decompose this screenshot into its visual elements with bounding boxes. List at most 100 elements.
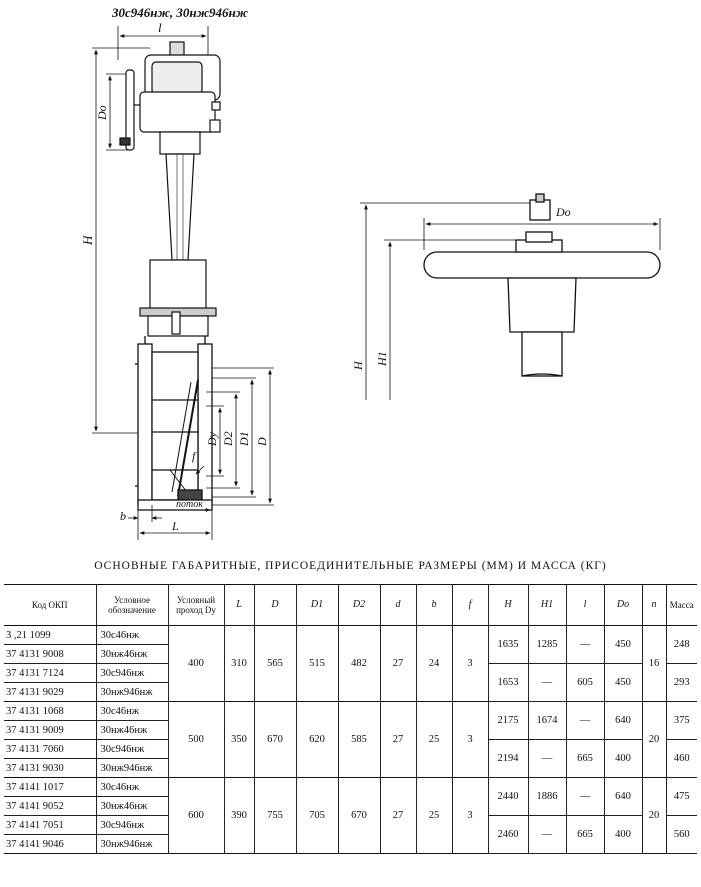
cell-dn: 400 (167, 625, 225, 702)
header-b: b (415, 584, 453, 626)
dimension-f (195, 465, 205, 475)
drawing-title: 30с946нж, 30нж946нж (111, 5, 249, 20)
okp-code: 37 4131 9030 (4, 758, 97, 778)
designation: 30с946нж (95, 663, 169, 683)
cell-dn: 500 (167, 701, 225, 778)
cell-H: 2194 (487, 739, 529, 778)
dimension-Do-right (423, 218, 661, 250)
header-dn: Условный проход Dу (167, 584, 225, 626)
cell-n: 16 (641, 625, 667, 702)
cell-D2: 670 (337, 777, 381, 854)
table-caption: Основные габаритные, присоединительные р… (94, 560, 607, 572)
label-Do-left: Dо (95, 105, 109, 121)
cell-b: 24 (415, 625, 453, 702)
designation: 30нж946нж (95, 758, 169, 778)
okp-code: 37 4131 9009 (4, 720, 97, 740)
header-L: L (223, 584, 255, 626)
label-D: D (255, 437, 269, 447)
designation: 30с946нж (95, 815, 169, 835)
header-n: n (641, 584, 667, 626)
cell-D1: 515 (295, 625, 339, 702)
designation: 30с946нж (95, 739, 169, 759)
header-H1: H1 (527, 584, 567, 626)
designation: 30с46нж (95, 625, 169, 645)
cell-d: 27 (379, 777, 417, 854)
cell-n: 20 (641, 701, 667, 778)
label-flow: поток (176, 499, 203, 510)
valve-drawing: 30с946нж, 30нж946нж l H Dо (80, 5, 661, 540)
label-l: l (158, 20, 162, 35)
label-H-left: H (80, 235, 95, 246)
okp-code: 37 4141 7051 (4, 815, 97, 835)
header-mass: Масса (665, 584, 697, 626)
cell-D1: 620 (295, 701, 339, 778)
cell-Do: 400 (603, 739, 643, 778)
column (139, 153, 217, 337)
cell-H1: 1285 (527, 625, 567, 664)
okp-code: 37 4141 9046 (4, 834, 97, 854)
cell-d: 27 (379, 625, 417, 702)
cell-H: 2175 (487, 701, 529, 740)
cell-l: — (565, 701, 605, 740)
cell-mass: 248 (665, 625, 697, 664)
flange-dimensions (206, 367, 274, 506)
cell-Do: 450 (603, 625, 643, 664)
okp-code: 37 4131 1068 (4, 701, 97, 721)
cell-Do: 640 (603, 701, 643, 740)
cell-l: — (565, 625, 605, 664)
cell-Do: 640 (603, 777, 643, 816)
dimension-b-L (128, 505, 213, 540)
cell-D: 670 (253, 701, 297, 778)
label-D1: D1 (237, 431, 251, 447)
label-Do-right: Dо (555, 205, 571, 219)
designation: 30нж946нж (95, 834, 169, 854)
okp-code: 37 4131 9029 (4, 682, 97, 702)
cell-H1: — (527, 739, 567, 778)
designation: 30нж46нж (95, 720, 169, 740)
designation: 30нж946нж (95, 682, 169, 702)
header-D: D (253, 584, 297, 626)
okp-code: 37 4141 9052 (4, 796, 97, 816)
cell-l: 605 (565, 663, 605, 702)
designation: 30с46нж (95, 777, 169, 797)
cell-L: 350 (223, 701, 255, 778)
header-d: d (379, 584, 417, 626)
header-code: Код ОКП (4, 584, 97, 626)
cell-H1: — (527, 815, 567, 854)
label-Dy: Dу (205, 431, 219, 447)
cell-l: 665 (565, 739, 605, 778)
cell-D: 755 (253, 777, 297, 854)
valve-body (135, 336, 213, 511)
cell-H: 1653 (487, 663, 529, 702)
cell-l: 665 (565, 815, 605, 854)
designation: 30нж46нж (95, 644, 169, 664)
cell-L: 390 (223, 777, 255, 854)
designation: 30с46нж (95, 701, 169, 721)
label-H1: H1 (375, 351, 389, 367)
label-H-right: H (351, 360, 365, 371)
cell-L: 310 (223, 625, 255, 702)
cell-Do: 450 (603, 663, 643, 702)
cell-f: 3 (451, 625, 489, 702)
actuator (139, 41, 221, 155)
cell-H1: — (527, 663, 567, 702)
cell-d: 27 (379, 701, 417, 778)
cell-D2: 482 (337, 625, 381, 702)
cell-D: 565 (253, 625, 297, 702)
label-f: f (192, 449, 197, 463)
cell-H1: 1674 (527, 701, 567, 740)
header-D2: D2 (337, 584, 381, 626)
label-L: L (171, 519, 179, 533)
handwheel-detail (423, 193, 661, 377)
header-H: H (487, 584, 529, 626)
label-D2: D2 (221, 431, 235, 447)
cell-mass: 560 (665, 815, 697, 854)
